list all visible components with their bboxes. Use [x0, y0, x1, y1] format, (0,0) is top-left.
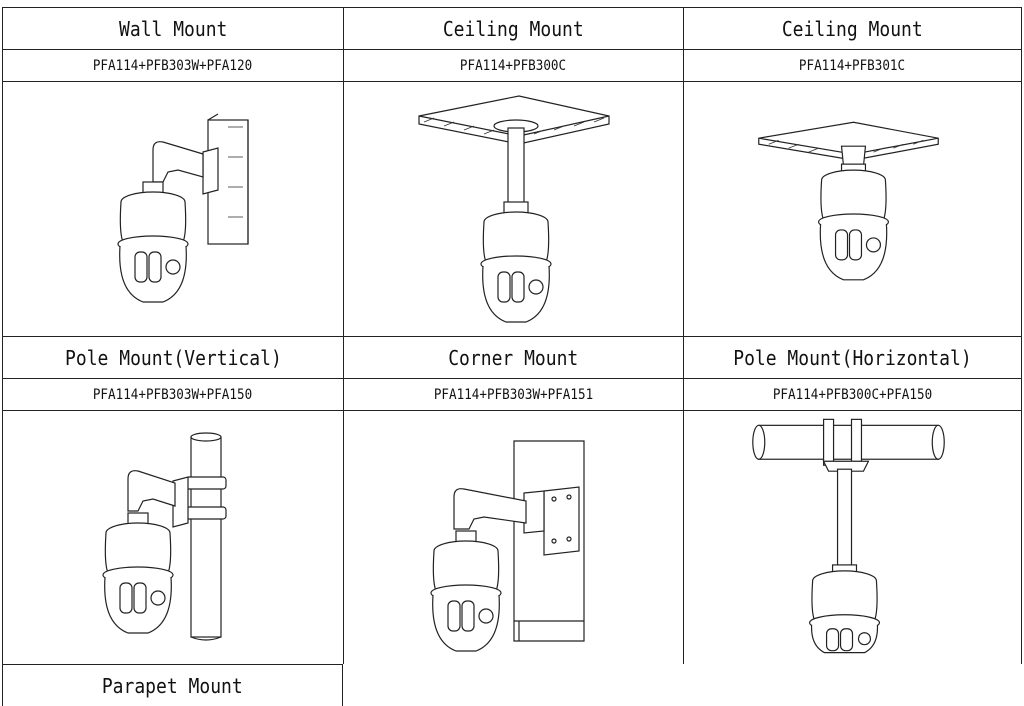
title-row-1: Wall Mount Ceiling Mount Ceiling Mount	[2, 7, 1022, 49]
mount-title: Pole Mount(Vertical)	[64, 345, 282, 370]
model-number: PFA114+PFB303W+PFA150	[93, 386, 253, 403]
mount-title-cell: Pole Mount(Vertical)	[2, 336, 343, 378]
model-cell: PFA114+PFB303W+PFA150	[2, 378, 343, 410]
model-row-1: PFA114+PFB303W+PFA120 PFA114+PFB300C PFA…	[2, 49, 1022, 81]
mount-title: Corner Mount	[448, 345, 579, 370]
pole-mount-vertical-illustration	[2, 410, 343, 664]
title-row-3: Parapet Mount	[2, 664, 1022, 706]
ceiling-mount-illustration	[343, 81, 683, 336]
mount-title: Pole Mount(Horizontal)	[733, 345, 972, 370]
mount-title-cell: Corner Mount	[343, 336, 683, 378]
mount-options-table: Wall Mount Ceiling Mount Ceiling Mount P…	[2, 7, 1022, 706]
corner-mount-illustration	[343, 410, 683, 664]
mount-title-cell: Wall Mount	[2, 7, 343, 49]
mount-title: Ceiling Mount	[782, 16, 923, 41]
mount-title: Parapet Mount	[102, 673, 243, 698]
model-number: PFA114+PFB303W+PFA151	[433, 386, 594, 403]
model-number: PFA114+PFB303W+PFA120	[93, 57, 253, 74]
mount-title-cell: Parapet Mount	[2, 664, 343, 706]
model-cell: PFA114+PFB301C	[683, 49, 1022, 81]
mount-title: Ceiling Mount	[443, 16, 584, 41]
model-row-2: PFA114+PFB303W+PFA150 PFA114+PFB303W+PFA…	[2, 378, 1022, 410]
wall-mount-illustration	[2, 81, 343, 336]
model-cell: PFA114+PFB303W+PFA120	[2, 49, 343, 81]
model-number: PFA114+PFB300C+PFA150	[772, 386, 933, 403]
ceiling-mount-short-illustration	[683, 81, 1022, 336]
mount-title: Wall Mount	[118, 16, 228, 41]
title-row-2: Pole Mount(Vertical) Corner Mount Pole M…	[2, 336, 1022, 378]
model-number: PFA114+PFB301C	[799, 57, 906, 74]
model-number: PFA114+PFB300C	[460, 57, 567, 74]
model-cell: PFA114+PFB303W+PFA151	[343, 378, 683, 410]
mount-title-cell: Ceiling Mount	[343, 7, 683, 49]
model-cell: PFA114+PFB300C	[343, 49, 683, 81]
image-row-1	[2, 81, 1022, 336]
pole-mount-horizontal-illustration	[683, 410, 1022, 664]
mount-title-cell: Ceiling Mount	[683, 7, 1022, 49]
image-row-2	[2, 410, 1022, 664]
mount-title-cell: Pole Mount(Horizontal)	[683, 336, 1022, 378]
model-cell: PFA114+PFB300C+PFA150	[683, 378, 1022, 410]
